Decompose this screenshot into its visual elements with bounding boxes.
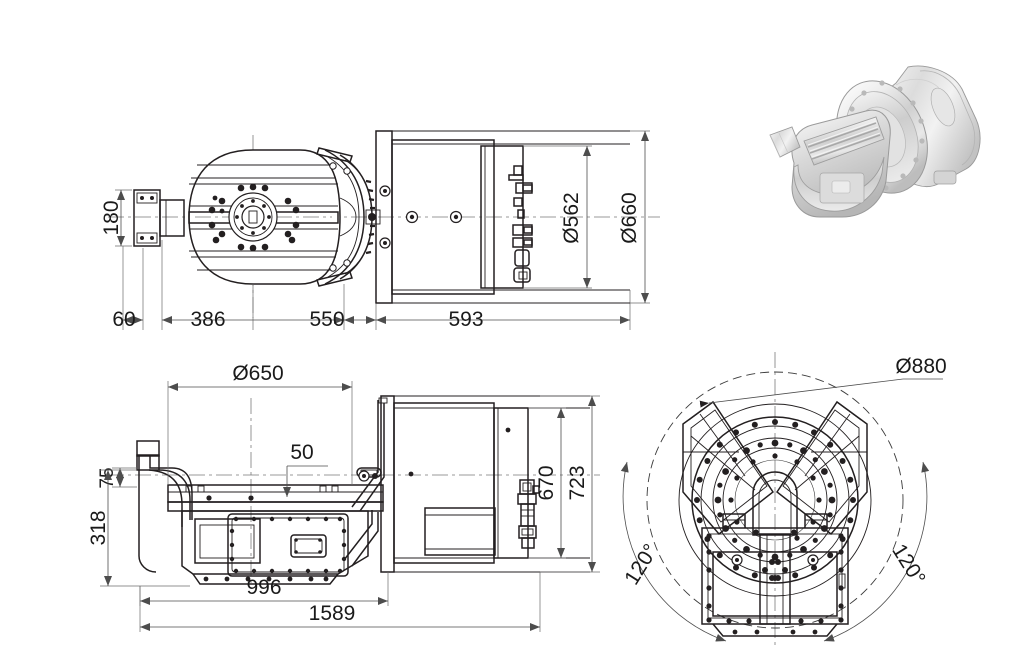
- table-top-plate: [167, 484, 384, 512]
- dimension-50: 50: [283, 441, 328, 497]
- product-photo-render: [769, 65, 981, 218]
- cradle-casting: [136, 440, 193, 573]
- dimension-660-label: Ø660: [618, 192, 641, 243]
- dimension-593-label: 593: [448, 308, 483, 331]
- dimension-318: 318: [87, 469, 190, 587]
- rear-gusset-wall: [343, 400, 385, 567]
- front-elevation-view: 180 60 386 550 593: [100, 130, 660, 331]
- dimension-550-label: 550: [309, 308, 344, 331]
- hydraulic-connector-cluster: [508, 165, 533, 283]
- dimension-880-label: Ø880: [895, 355, 946, 378]
- side-elevation-view: Ø650 50 75 318: [87, 362, 600, 632]
- spindle-dome-cover: [752, 471, 798, 536]
- side-connector-stack: [517, 479, 540, 549]
- rotary-table-drum: [188, 149, 341, 285]
- dimension-996: 996: [139, 572, 389, 606]
- angle-120-right-label: 120°: [887, 540, 930, 589]
- dimension-diameter-660: Ø660: [618, 130, 650, 304]
- dimension-318-label: 318: [87, 510, 110, 545]
- dimension-670: 670: [528, 407, 566, 559]
- dimension-386-label: 386: [190, 308, 225, 331]
- dimension-50-label: 50: [290, 441, 313, 464]
- tilted-table-wings: [682, 400, 868, 536]
- swing-envelope-plan-view: 120° 120° Ø880: [620, 352, 947, 648]
- left-bearing-housing: [133, 189, 185, 247]
- dimension-723-label: 723: [566, 465, 589, 500]
- dimension-diameter-880: Ø880: [699, 355, 947, 408]
- dimension-650-label: Ø650: [232, 362, 283, 385]
- dimension-180: 180: [100, 189, 132, 247]
- dimension-180-label: 180: [100, 200, 123, 235]
- base-housing: [181, 510, 369, 585]
- dimension-670-label: 670: [535, 465, 558, 500]
- dimension-diameter-650: Ø650: [167, 362, 353, 485]
- front-view-bottom-dimension-chain: 60 386 550 593: [112, 240, 631, 331]
- drive-housing-body: [375, 130, 630, 304]
- dimension-diameter-562: Ø562: [523, 145, 592, 289]
- tilt-trunnion-bearing: [316, 147, 381, 287]
- dimension-996-label: 996: [246, 576, 281, 599]
- dimension-723: 723: [540, 395, 600, 573]
- dimension-75-label: 75: [97, 467, 118, 488]
- dimension-60-label: 60: [112, 308, 135, 331]
- dimension-562-label: Ø562: [560, 192, 583, 243]
- table-fixture-holes: [208, 183, 300, 252]
- dimension-1589: 1589: [139, 572, 541, 632]
- dimension-75: 75: [97, 467, 137, 489]
- dimension-1589-label: 1589: [309, 602, 356, 625]
